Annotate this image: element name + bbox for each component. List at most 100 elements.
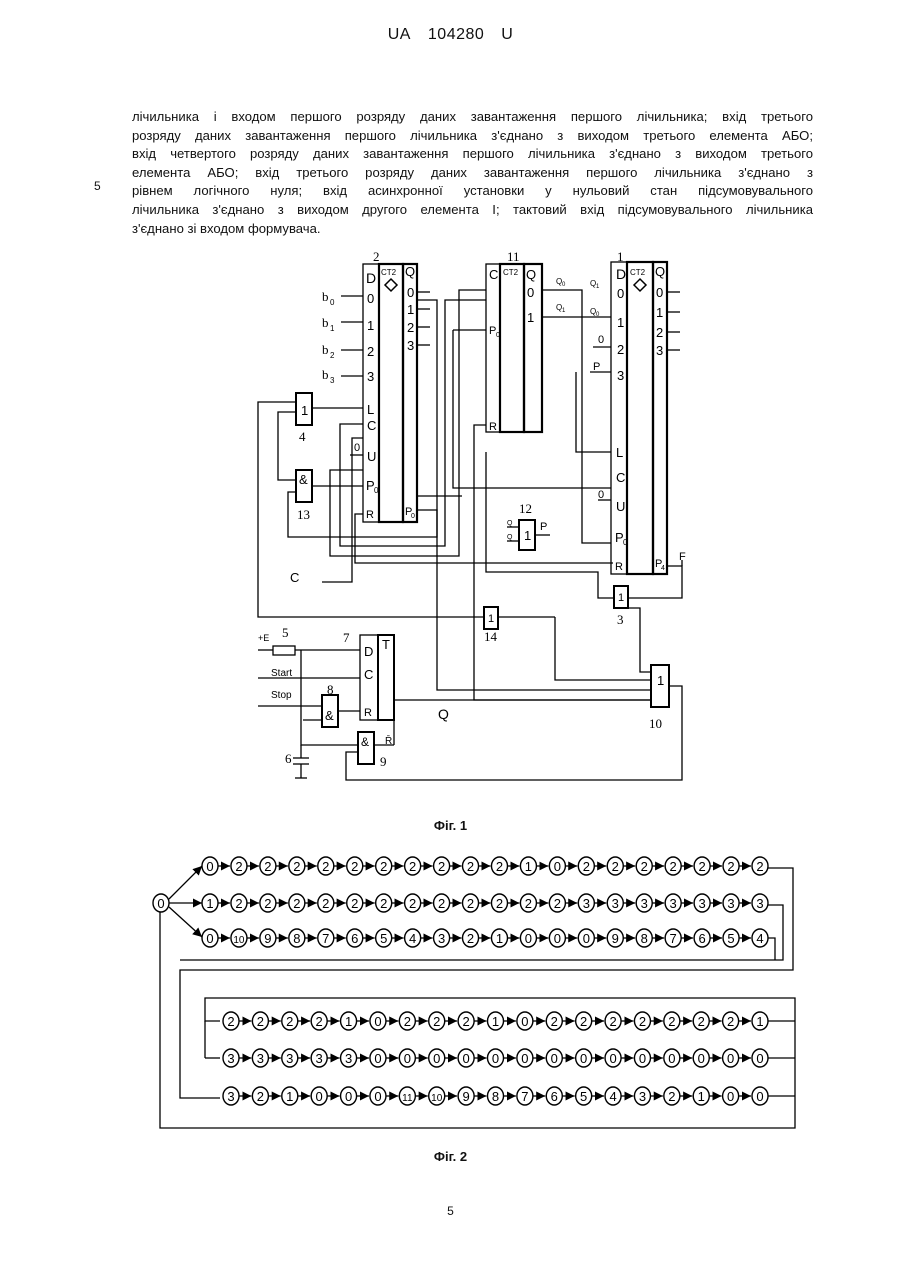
svg-text:2: 2 [380, 859, 387, 874]
svg-text:3: 3 [330, 376, 335, 385]
svg-text:3: 3 [656, 343, 663, 358]
svg-text:F: F [679, 551, 686, 563]
patent-header: UA 104280 U [0, 26, 901, 44]
svg-text:7: 7 [322, 931, 329, 946]
state-node: 9 [247, 929, 276, 947]
state-node: 0 [592, 1049, 621, 1067]
state-node: 2 [533, 1012, 562, 1030]
svg-text:4: 4 [609, 1089, 616, 1104]
svg-text:8: 8 [641, 931, 648, 946]
svg-text:1: 1 [492, 1014, 499, 1029]
patent-country: UA [388, 26, 411, 43]
svg-text:U: U [367, 449, 376, 464]
svg-text:0: 0 [411, 513, 415, 520]
svg-text:1: 1 [488, 613, 494, 625]
state-node: 2 [592, 1012, 621, 1030]
state-node: 0 [680, 1049, 709, 1067]
state-node: 6 [533, 1087, 562, 1105]
svg-text:3: 3 [316, 1051, 323, 1066]
state-node: 0 [357, 1049, 386, 1067]
state-node: 2 [621, 1012, 650, 1030]
state-node: 2 [392, 857, 421, 875]
digit-2: 2 [367, 344, 374, 359]
svg-text:1: 1 [524, 528, 531, 543]
state-node: 2 [305, 857, 334, 875]
svg-text:C: C [367, 418, 376, 433]
svg-text:4: 4 [756, 931, 763, 946]
digit-1: 1 [367, 318, 374, 333]
state-node: 0 [533, 1049, 562, 1067]
state-node: 0 [298, 1087, 327, 1105]
state-node: 1 [739, 1012, 768, 1030]
state-node: 3 [298, 1049, 327, 1067]
svg-text:1: 1 [525, 859, 532, 874]
svg-text:3: 3 [438, 931, 445, 946]
svg-text:2: 2 [554, 896, 561, 911]
svg-text:0: 0 [462, 1051, 469, 1066]
svg-text:2: 2 [656, 325, 663, 340]
state-node: 0 [357, 1087, 386, 1105]
state-node: 3 [565, 894, 594, 912]
svg-text:C: C [616, 470, 625, 485]
svg-text:0: 0 [598, 334, 604, 346]
svg-text:3: 3 [727, 896, 734, 911]
state-node: 2 [218, 894, 247, 912]
state-node: 2 [268, 1012, 297, 1030]
svg-text:L: L [367, 402, 374, 417]
svg-text:4: 4 [299, 429, 306, 444]
state-node: 2 [276, 857, 305, 875]
svg-text:0: 0 [374, 1051, 381, 1066]
svg-text:2: 2 [727, 1014, 734, 1029]
svg-text:2: 2 [264, 859, 271, 874]
svg-text:0: 0 [404, 1051, 411, 1066]
state-node: 2 [739, 857, 768, 875]
state-node: 0 [504, 1012, 533, 1030]
svg-text:0: 0 [316, 1089, 323, 1104]
svg-text:D: D [366, 270, 376, 286]
svg-text:2: 2 [668, 1014, 675, 1029]
patent-number: 104280 [428, 26, 484, 43]
state-node: 3 [239, 1049, 268, 1067]
svg-text:2: 2 [433, 1014, 440, 1029]
state-node: 2 [247, 857, 276, 875]
svg-text:6: 6 [285, 751, 292, 766]
svg-text:0: 0 [521, 1051, 528, 1066]
state-node: 0 [504, 1049, 533, 1067]
state-node: 0 [565, 929, 594, 947]
state-node: 0 [739, 1087, 768, 1105]
svg-text:0: 0 [521, 1014, 528, 1029]
state-node: 2 [334, 894, 363, 912]
svg-text:13: 13 [297, 507, 310, 522]
state-node: 2 [305, 894, 334, 912]
state-node: 2 [650, 1087, 679, 1105]
svg-text:1: 1 [596, 284, 600, 290]
svg-text:2: 2 [409, 859, 416, 874]
svg-text:5: 5 [282, 625, 289, 640]
svg-text:Start: Start [271, 668, 292, 679]
state-node: 2 [650, 1012, 679, 1030]
svg-text:Q: Q [507, 534, 513, 541]
svg-text:6: 6 [698, 931, 705, 946]
svg-text:CT2: CT2 [630, 268, 646, 277]
state-node: 2 [218, 857, 247, 875]
state-node: 0 [536, 857, 565, 875]
svg-text:1: 1 [345, 1014, 352, 1029]
svg-text:1: 1 [698, 1089, 705, 1104]
svg-text:Q: Q [405, 264, 415, 279]
svg-text:0: 0 [583, 931, 590, 946]
svg-text:2: 2 [551, 1014, 558, 1029]
svg-text:0: 0 [330, 298, 335, 307]
state-node: 2 [536, 894, 565, 912]
state-node: 2 [450, 857, 479, 875]
state-node: 2 [479, 894, 508, 912]
state-node: 2 [445, 1012, 474, 1030]
state-node: 2 [594, 857, 623, 875]
svg-text:1: 1 [617, 315, 624, 330]
svg-text:Q: Q [655, 264, 665, 279]
state-node: 2 [276, 894, 305, 912]
state-node: 9 [445, 1087, 474, 1105]
state-node: 3 [710, 894, 739, 912]
state-node: 0 [709, 1087, 738, 1105]
svg-text:1: 1 [657, 673, 664, 688]
svg-text:CT2: CT2 [503, 268, 519, 277]
